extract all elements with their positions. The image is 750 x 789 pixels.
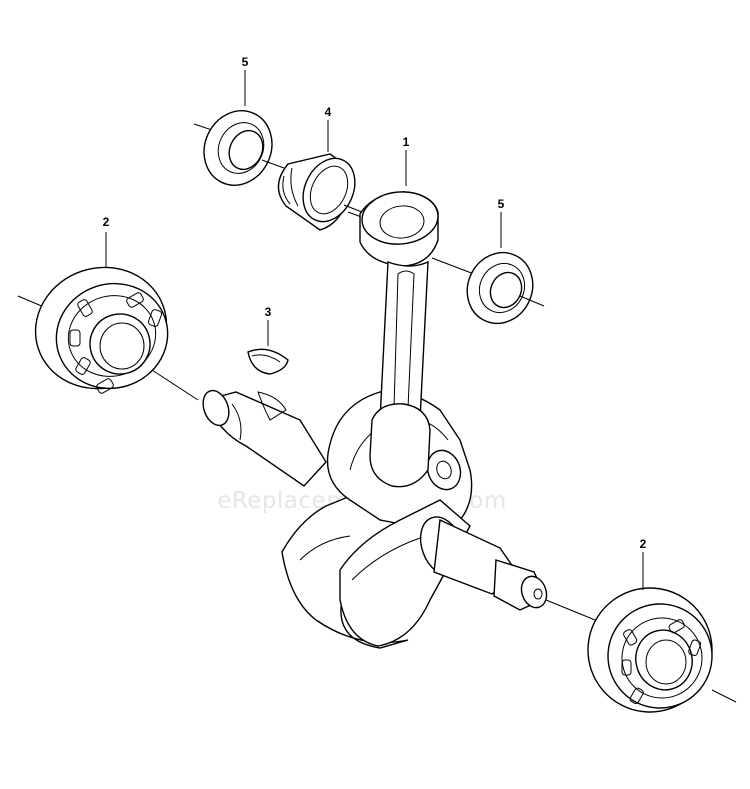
callout-needle-bearing: 4 bbox=[325, 105, 332, 119]
callout-seal-top-left: 5 bbox=[242, 55, 249, 69]
callout-ball-bearing-left: 2 bbox=[103, 215, 110, 229]
crankshaft[interactable] bbox=[199, 387, 601, 649]
connecting-rod[interactable] bbox=[347, 189, 475, 488]
ball-bearing-left[interactable] bbox=[17, 251, 199, 406]
seal-top-left[interactable] bbox=[192, 100, 285, 197]
callout-woodruff-key: 3 bbox=[265, 305, 272, 319]
callout-ball-bearing-right: 2 bbox=[640, 537, 647, 551]
callout-connecting-rod: 1 bbox=[403, 135, 410, 149]
woodruff-key[interactable] bbox=[247, 348, 289, 375]
ball-bearing-right[interactable] bbox=[572, 572, 737, 728]
needle-bearing[interactable] bbox=[277, 150, 373, 231]
seal-right[interactable] bbox=[456, 242, 545, 334]
callout-seal-right: 5 bbox=[498, 197, 505, 211]
